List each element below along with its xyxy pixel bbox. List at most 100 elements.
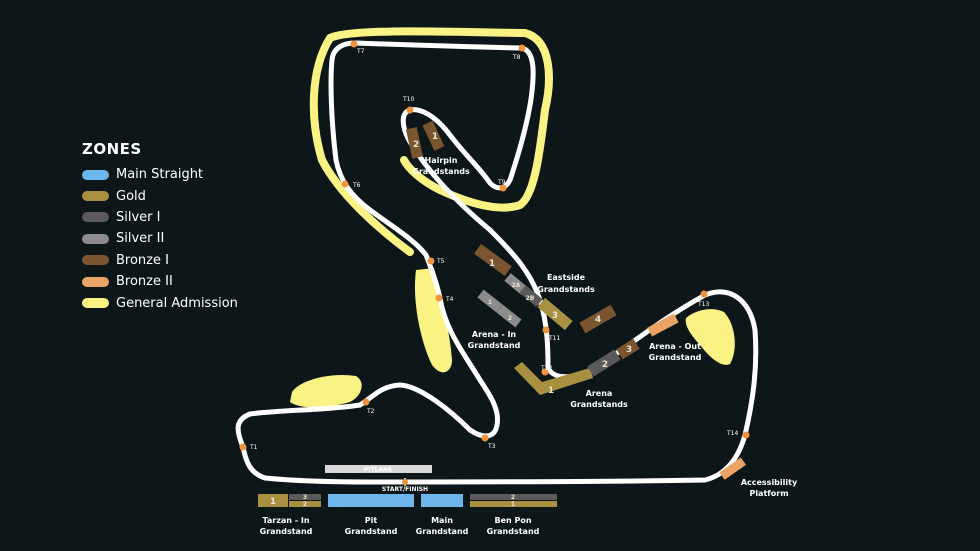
general-admission-tarzan-area[interactable] (290, 374, 362, 408)
main-grandstand[interactable] (421, 494, 463, 507)
turn-label-t5: T5 (436, 258, 445, 265)
hairpin-grandstands-label-line2: Grandstands (412, 167, 470, 176)
tarzan-section-2[interactable] (289, 501, 321, 507)
eastside-section-4[interactable] (579, 304, 617, 334)
eastside-section-2a[interactable] (504, 273, 528, 295)
turn-label-t6: T6 (352, 182, 361, 189)
legend-item-bronze-2[interactable]: Bronze II (82, 271, 238, 292)
accessibility-platform[interactable] (719, 457, 746, 480)
turn-marker-t8[interactable] (518, 44, 526, 52)
turn-label-t10: T10 (402, 96, 414, 103)
legend-item-silver-1[interactable]: Silver I (82, 207, 238, 228)
pit-label-line1: Pit (365, 516, 378, 525)
eastside-grandstands[interactable]: 1 2A 2B 3 4 (474, 243, 617, 334)
arena-out-label-line1: Arena - Out (649, 342, 701, 351)
turn-label-t1: T1 (249, 444, 258, 451)
pit-grandstand[interactable] (328, 494, 414, 507)
eastside-grandstands-label-line1: Eastside (547, 273, 586, 282)
hairpin-grandstands[interactable]: 2 1 (405, 120, 445, 159)
arena-out-grandstand[interactable] (647, 313, 679, 337)
benpon-section-1-label: 1 (511, 501, 515, 508)
zones-legend: ZONES Main Straight Gold Silver I Silver… (82, 140, 238, 314)
turn-marker-t1[interactable] (239, 443, 247, 451)
benpon-label-line1: Ben Pon (494, 516, 531, 525)
tarzan-label-line2: Grandstand (260, 527, 313, 536)
tarzan-label-line1: Tarzan - In (262, 516, 309, 525)
arena-in-label-line1: Arena - In (472, 330, 517, 339)
benpon-section-1[interactable] (470, 501, 557, 507)
turn-marker-t4[interactable] (435, 294, 443, 302)
turn-marker-t13[interactable] (700, 290, 708, 298)
start-finish-label: START/FINISH (382, 486, 428, 493)
legend-swatch (82, 191, 109, 202)
eastside-grandstands-label-line2: Grandstands (537, 285, 595, 294)
arena-out-label-line2: Grandstand (649, 353, 702, 362)
arena-grandstands[interactable]: 1 2 3 (514, 338, 640, 396)
tarzan-section-3[interactable] (289, 494, 321, 500)
ben-pon-grandstand[interactable]: 2 1 (470, 494, 557, 508)
arena-section-1[interactable] (514, 362, 593, 395)
eastside-section-4-label: 4 (595, 315, 601, 325)
accessibility-label-line1: Accessibility (741, 478, 798, 487)
legend-swatch (82, 255, 109, 266)
legend-item-label: Main Straight (116, 167, 204, 183)
general-admission-west-strip[interactable] (414, 268, 452, 373)
eastside-section-1-label: 1 (489, 259, 495, 269)
benpon-section-2[interactable] (470, 494, 557, 500)
race-track (235, 40, 759, 485)
arena-section-2[interactable] (587, 349, 621, 377)
arena-section-3[interactable] (616, 338, 640, 360)
arena-in-section-2[interactable] (496, 304, 522, 328)
legend-item-general-admission[interactable]: General Admission (82, 292, 238, 313)
start-finish-marker (402, 479, 408, 485)
benpon-label-line2: Grandstand (487, 527, 540, 536)
arena-in-grandstand[interactable]: 1 2 (477, 289, 522, 328)
arena-in-section-1-label: 1 (488, 299, 492, 306)
legend-swatch (82, 212, 109, 223)
turn-marker-t7[interactable] (350, 40, 358, 48)
legend-item-label: Bronze II (116, 274, 173, 290)
general-admission-outer-band[interactable] (309, 27, 553, 256)
turn-markers: T1 T2 T3 T4 T5 T6 T7 T8 T9 T10 T11 T12 T… (239, 40, 750, 485)
legend-item-silver-2[interactable]: Silver II (82, 228, 238, 249)
general-admission-east-area[interactable] (685, 309, 735, 365)
legend-item-label: Silver I (116, 209, 161, 225)
tarzan-section-1[interactable] (258, 494, 288, 507)
arena-section-3-label: 3 (626, 345, 632, 355)
eastside-section-2b[interactable] (519, 285, 543, 307)
legend-item-label: Silver II (116, 231, 165, 247)
legend-swatch (82, 169, 109, 180)
main-label-line2: Grandstand (416, 527, 469, 536)
legend-item-main-straight[interactable]: Main Straight (82, 164, 238, 185)
turn-marker-t6[interactable] (341, 180, 349, 188)
arena-grandstands-label-line1: Arena (586, 389, 613, 398)
tarzan-section-3-label: 3 (303, 494, 307, 501)
eastside-section-1[interactable] (474, 243, 512, 277)
turn-marker-t14[interactable] (742, 431, 750, 439)
legend-swatch (82, 298, 109, 309)
arena-grandstands-label-line2: Grandstands (570, 400, 628, 409)
legend-item-gold[interactable]: Gold (82, 185, 238, 206)
turn-marker-t9[interactable] (499, 184, 507, 192)
turn-label-t13: T13 (697, 301, 709, 308)
tarzan-in-grandstand[interactable]: 1 3 2 (258, 494, 321, 508)
turn-label-t8: T8 (512, 54, 521, 61)
accessibility-label-line2: Platform (749, 489, 788, 498)
turn-marker-t2[interactable] (362, 398, 370, 406)
turn-marker-t11[interactable] (542, 326, 550, 334)
legend-item-label: Bronze I (116, 252, 169, 268)
turn-label-t11: T11 (548, 335, 560, 342)
hairpin-section-1[interactable] (422, 120, 445, 151)
legend-swatch (82, 276, 109, 287)
turn-marker-t12[interactable] (541, 368, 549, 376)
turn-label-t2: T2 (366, 408, 375, 415)
arena-in-section-1[interactable] (477, 289, 503, 313)
legend-item-label: General Admission (116, 295, 238, 311)
turn-marker-t10[interactable] (406, 106, 414, 114)
hairpin-section-2[interactable] (405, 127, 423, 159)
eastside-section-3[interactable] (537, 297, 573, 331)
legend-item-bronze-1[interactable]: Bronze I (82, 250, 238, 271)
turn-marker-t5[interactable] (427, 257, 435, 265)
turn-marker-t3[interactable] (481, 434, 489, 442)
